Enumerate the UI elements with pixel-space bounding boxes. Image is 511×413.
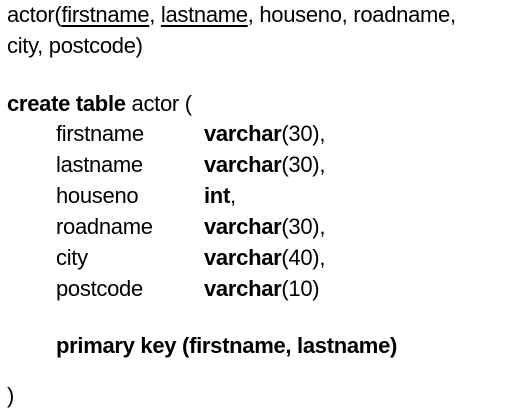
relation-name: actor — [7, 2, 55, 27]
column-type: varchar(40), — [204, 244, 325, 272]
column-name: houseno — [56, 183, 139, 208]
column-type: varchar(30), — [204, 213, 325, 241]
type-keyword: varchar — [204, 214, 282, 239]
column-name: lastname — [56, 152, 143, 177]
create-table-keyword: create table — [7, 91, 126, 116]
type-keyword: varchar — [204, 121, 282, 146]
relation-schema-line-2: city, postcode) — [7, 33, 143, 58]
type-suffix: , — [229, 183, 236, 208]
type-suffix: (30), — [281, 121, 326, 146]
type-suffix: (10) — [281, 276, 320, 301]
relation-schema-line-1: actor(firstname, lastname, houseno, road… — [7, 1, 456, 29]
type-keyword: varchar — [204, 152, 282, 177]
type-keyword: varchar — [204, 245, 282, 270]
type-keyword: varchar — [204, 276, 282, 301]
document: actor(firstname, lastname, houseno, road… — [7, 0, 507, 413]
column-type: varchar(30), — [204, 120, 325, 148]
column-name: roadname — [56, 214, 153, 239]
type-suffix: (40), — [281, 245, 326, 270]
type-keyword: int — [204, 183, 230, 208]
column-name: firstname — [56, 121, 144, 146]
key-attribute-firstname: firstname — [61, 2, 150, 27]
other-attributes: , houseno, roadname, — [247, 2, 456, 27]
column-type: varchar(10) — [204, 275, 320, 303]
column-type: varchar(30), — [204, 151, 325, 179]
close-paren: ) — [7, 383, 15, 408]
type-suffix: (30), — [281, 152, 326, 177]
key-attribute-lastname: lastname — [160, 2, 248, 27]
column-name: city — [56, 245, 88, 270]
primary-key-clause: primary key (firstname, lastname) — [56, 333, 398, 358]
table-name: actor ( — [125, 91, 193, 116]
create-table-line: create table actor ( — [7, 90, 192, 118]
column-name: postcode — [56, 276, 143, 301]
type-suffix: (30), — [281, 214, 326, 239]
open-paren: ( — [54, 2, 62, 27]
column-type: int, — [204, 182, 236, 210]
separator: , — [149, 2, 161, 27]
